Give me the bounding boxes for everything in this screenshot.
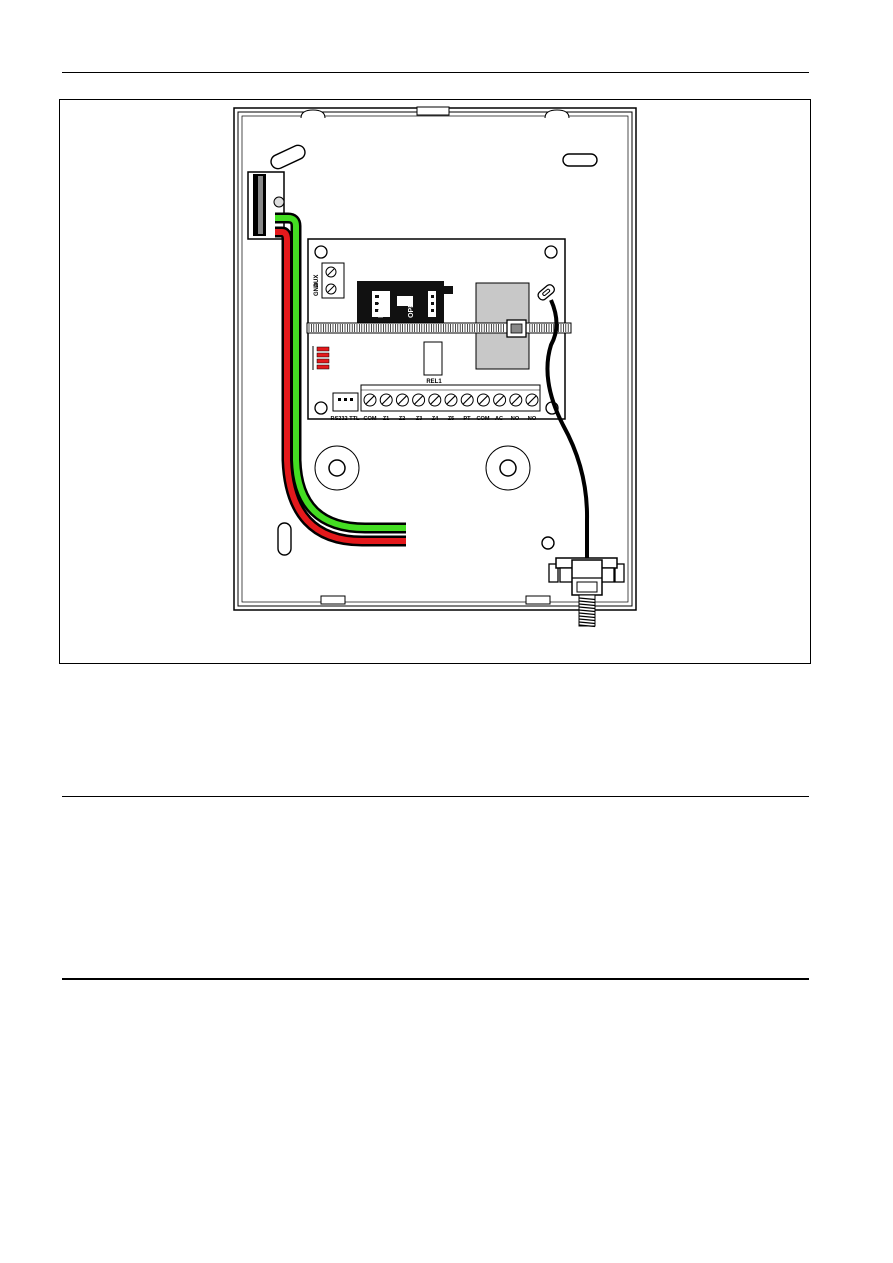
board-hole <box>314 401 328 415</box>
mounting-hole <box>541 536 555 550</box>
section-rule-1 <box>62 796 809 797</box>
sim-card-holder: LOCK OPEN <box>357 281 453 325</box>
terminal-label: Z1 <box>383 416 390 422</box>
power-terminal-block: AUX GND <box>314 262 345 299</box>
terminal-label: AC <box>495 416 503 422</box>
rs232-connector <box>332 392 359 412</box>
mounting-slot <box>270 144 306 170</box>
mounting-boss-center <box>499 459 517 477</box>
sim-label-lock: LOCK <box>378 298 385 318</box>
terminal-label: Z3 <box>416 416 423 422</box>
terminal-label: Z5 <box>448 416 455 422</box>
antenna-ring-terminal <box>537 284 556 301</box>
mounting-slot <box>277 522 292 556</box>
bottom-clip-right <box>525 595 551 605</box>
main-terminal-block <box>360 384 541 412</box>
relay: REL1 <box>423 341 443 385</box>
section-rule-2 <box>62 978 809 980</box>
board-hole <box>544 245 558 259</box>
top-clip-center <box>416 106 450 116</box>
terminal-label: RS232 TTL <box>331 416 360 422</box>
terminal-label: PT <box>463 416 471 422</box>
relay-label: REL1 <box>426 379 442 385</box>
board-hole <box>314 245 328 259</box>
terminal-label-aux: AUX <box>314 275 320 288</box>
wire-negative <box>275 215 406 531</box>
terminal-label: Z4 <box>432 416 439 422</box>
figure-frame <box>59 99 811 664</box>
top-clip-right <box>544 109 570 119</box>
cable-tie <box>306 319 572 338</box>
sim-label-open: OPEN <box>408 298 415 318</box>
bottom-clip-left <box>320 595 346 605</box>
terminal-label: NO <box>511 416 520 422</box>
antenna-cable-line <box>545 299 590 562</box>
mounting-slot <box>562 153 598 167</box>
mounting-boss-center <box>328 459 346 477</box>
header-rule <box>62 72 809 73</box>
terminal-label: COM <box>363 416 376 422</box>
antenna-connector <box>548 557 625 628</box>
clamp-screw <box>273 196 285 208</box>
terminal-label: Z2 <box>399 416 406 422</box>
installation-diagram: AUX GND LOCK OPEN <box>233 106 637 628</box>
terminal-label: COM <box>476 416 489 422</box>
terminal-label-gnd: GND <box>314 282 320 296</box>
antenna-cable <box>537 284 590 562</box>
enclosure-inner-2 <box>241 115 629 603</box>
terminal-label: NO <box>528 416 537 422</box>
power-wires <box>275 212 406 547</box>
top-clip-left <box>300 109 326 119</box>
wire-positive <box>275 229 406 544</box>
led-array <box>312 346 330 370</box>
